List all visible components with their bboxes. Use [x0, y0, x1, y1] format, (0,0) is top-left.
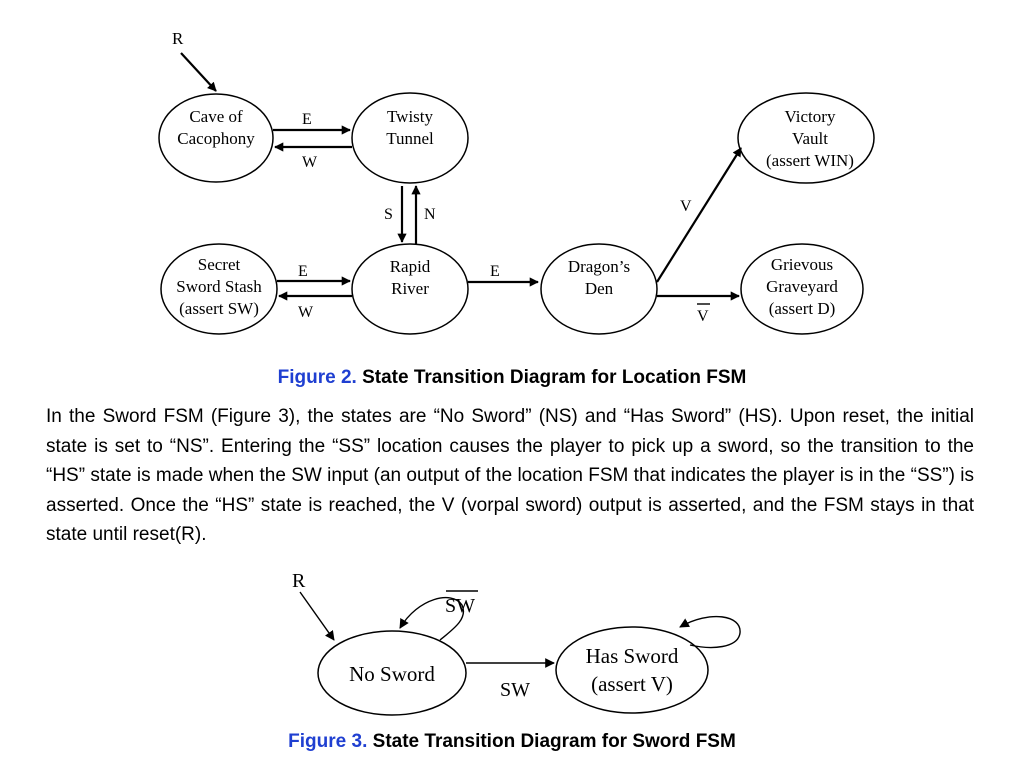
node-label-line: Has Sword — [586, 644, 679, 668]
node-label-line: Grievous — [771, 255, 833, 274]
state-no-sword: No Sword — [317, 630, 467, 716]
node-label-line: Cacophony — [177, 129, 255, 148]
reset-label: R — [292, 570, 306, 592]
state-cave-of-cacophony: Cave of Cacophony — [158, 93, 274, 183]
body-paragraph: In the Sword FSM (Figure 3), the states … — [46, 406, 974, 545]
figure-2-caption: Figure 2. State Transition Diagram for L… — [0, 367, 1024, 389]
edge-label-w: W — [298, 304, 314, 321]
node-label-line: Sword Stash — [176, 277, 262, 296]
edge-dragon-to-victory — [656, 147, 742, 283]
figure-2-diagram: R Cave of Cacophony Twisty Tunnel Victor… — [158, 29, 875, 335]
state-victory-vault: Victory Vault (assert WIN) — [737, 92, 875, 184]
edge-label-e: E — [490, 263, 500, 280]
node-label-line: Den — [585, 279, 614, 298]
figure-2-caption-text: State Transition Diagram for Location FS… — [362, 367, 747, 388]
edge-label-sw-bar: SW — [445, 595, 475, 617]
figure-3-caption-text: State Transition Diagram for Sword FSM — [372, 731, 736, 752]
figure-2-caption-label: Figure 2. — [277, 367, 357, 388]
edge-label-s: S — [384, 206, 393, 223]
edge-label-w: W — [302, 154, 318, 171]
node-label-line: Twisty — [387, 107, 434, 126]
reset-label: R — [172, 29, 184, 48]
node-label-line: (assert D) — [769, 299, 836, 318]
node-label-line: Rapid — [390, 257, 431, 276]
state-twisty-tunnel: Twisty Tunnel — [351, 92, 469, 184]
figure-3-diagram: R No Sword Has Sword (assert V) SW SW — [292, 570, 741, 716]
self-loop-no-sword — [399, 596, 465, 641]
node-label-line: Vault — [792, 129, 828, 148]
edge-label-v: V — [680, 198, 692, 215]
self-loop-has-sword — [679, 615, 741, 649]
state-grievous-graveyard: Grievous Graveyard (assert D) — [740, 243, 864, 335]
figure-3-caption-label: Figure 3. — [288, 731, 368, 752]
figure-3-caption: Figure 3. State Transition Diagram for S… — [0, 731, 1024, 753]
node-label-line: (assert SW) — [179, 299, 259, 318]
node-label-line: Secret — [198, 255, 241, 274]
node-label-line: Cave of — [189, 107, 243, 126]
node-label-line: (assert WIN) — [766, 151, 854, 170]
node-label-line: Victory — [785, 107, 836, 126]
state-rapid-river: Rapid River — [351, 243, 469, 335]
edge-label-n: N — [424, 206, 436, 223]
node-label-line: Tunnel — [386, 129, 434, 148]
edge-label-v-bar: V — [697, 308, 709, 325]
node-label-line: (assert V) — [591, 672, 673, 696]
state-dragons-den: Dragon’s Den — [540, 243, 658, 335]
edge-label-sw: SW — [500, 679, 530, 701]
node-label-line: River — [391, 279, 429, 298]
edge-label-e: E — [298, 263, 308, 280]
node-label-line: Dragon’s — [568, 257, 630, 276]
reset-arrow — [299, 591, 335, 641]
edge-label-e: E — [302, 111, 312, 128]
reset-arrow — [180, 52, 217, 92]
state-secret-sword-stash: Secret Sword Stash (assert SW) — [160, 243, 278, 335]
state-has-sword: Has Sword (assert V) — [555, 626, 709, 714]
node-label-line: Graveyard — [766, 277, 838, 296]
node-label-line: No Sword — [349, 662, 435, 686]
